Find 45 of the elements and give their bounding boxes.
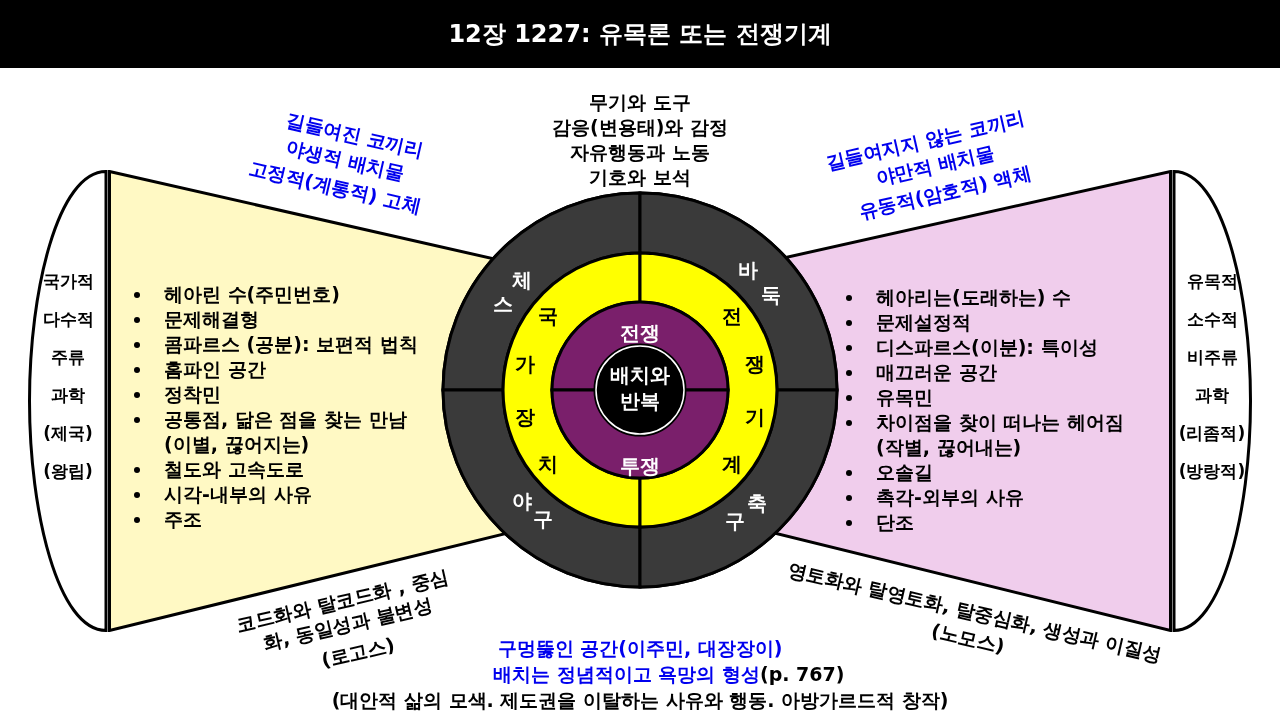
panel-text: 주류 — [50, 346, 86, 369]
panel-text: 국가적 — [41, 270, 95, 293]
bullet-item: 홈파인 공간 — [164, 358, 266, 380]
center-label: 배치와 반복 — [609, 362, 671, 414]
panel-text: 비주류 — [1185, 346, 1239, 369]
panel-text: (리좀적) — [1177, 422, 1247, 445]
bullet-item: 공통점, 닮은 점을 찾는 만남 (이별, 끊어지는) — [164, 408, 407, 455]
bullet-item: 오솔길 — [876, 461, 933, 483]
bullet-item: 촉각-외부의 사유 — [876, 486, 1024, 508]
bullet-item: 철도와 고속도로 — [164, 458, 304, 480]
bullet-item: 헤아리는(도래하는) 수 — [876, 286, 1071, 308]
text-label: 자유행동과 노동 — [570, 140, 710, 164]
ring-label: 축구 — [725, 490, 767, 534]
panel-text: 과학 — [1194, 384, 1230, 407]
text-label: (p. 767) — [760, 662, 845, 686]
bullet-item: 문제해결형 — [164, 308, 259, 330]
bullet-item: 차이점을 찾이 떠나는 헤어짐 (작별, 끊어내는) — [876, 411, 1124, 458]
bullet-item: 정착민 — [164, 383, 221, 405]
bullet-item: 매끄러운 공간 — [876, 361, 997, 383]
panel-text: (왕립) — [42, 460, 94, 483]
ring-label: 야구 — [511, 488, 553, 532]
bullet-item: 유목민 — [876, 386, 933, 408]
bullet-item: 단조 — [876, 511, 914, 533]
panel-text: 소수적 — [1185, 308, 1239, 331]
bullet-item: 디스파르스(이분): 특이성 — [876, 336, 1098, 358]
bullet-item: 문제설정적 — [876, 311, 971, 333]
text-label: 감응(변용태)와 감정 — [552, 115, 728, 139]
title-banner: 12장 1227: 유목론 또는 전쟁기계 — [0, 0, 1280, 68]
bullet-item: 시각-내부의 사유 — [164, 483, 312, 505]
panel-text: 유목적 — [1185, 270, 1239, 293]
bullet-item: 헤아린 수(주민번호) — [164, 283, 340, 305]
panel-text: (제국) — [42, 422, 94, 445]
panel-text: 과학 — [50, 384, 86, 407]
text-label: 기호와 보석 — [589, 165, 691, 189]
ring-label: 전쟁 — [620, 321, 660, 345]
bullet-item: 주조 — [164, 508, 202, 530]
text-label: 배치는 정념적이고 욕망의 형성 — [493, 662, 760, 686]
text-label: 구멍뚫인 공간(이주민, 대장장이) — [497, 636, 783, 660]
bullet-item: 콤파르스 (공분): 보편적 법칙 — [164, 333, 418, 355]
text-label: 무기와 도구 — [589, 90, 691, 114]
panel-text: (방랑적) — [1177, 460, 1247, 483]
text-label: (대안적 삶의 모색. 제도권을 이탈하는 사유와 행동. 아방가르드적 창작) — [331, 688, 949, 712]
panel-text: 다수적 — [41, 308, 95, 331]
ring-label: 투쟁 — [620, 454, 660, 478]
center-circle — [595, 345, 685, 435]
